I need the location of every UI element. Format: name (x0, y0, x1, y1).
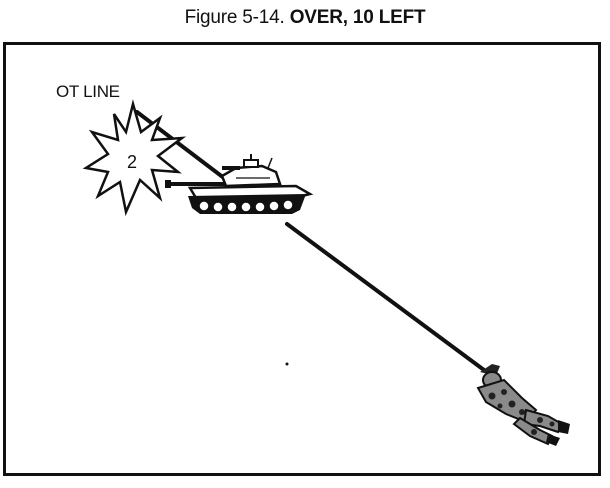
burst-number: 2 (127, 152, 137, 172)
figure-number: Figure 5-14. (184, 7, 285, 28)
explosion-burst-icon: 2 (82, 99, 187, 217)
figure-title: Figure 5-14. OVER, 10 LEFT (0, 6, 610, 30)
figure-caption: OVER, 10 LEFT (289, 7, 426, 28)
prone-soldier-icon (476, 364, 570, 446)
ot-line-label: OT LINE (56, 82, 120, 101)
stray-mark (285, 362, 289, 366)
ot-line-lower-segment (285, 222, 486, 372)
tank-icon (165, 154, 314, 214)
